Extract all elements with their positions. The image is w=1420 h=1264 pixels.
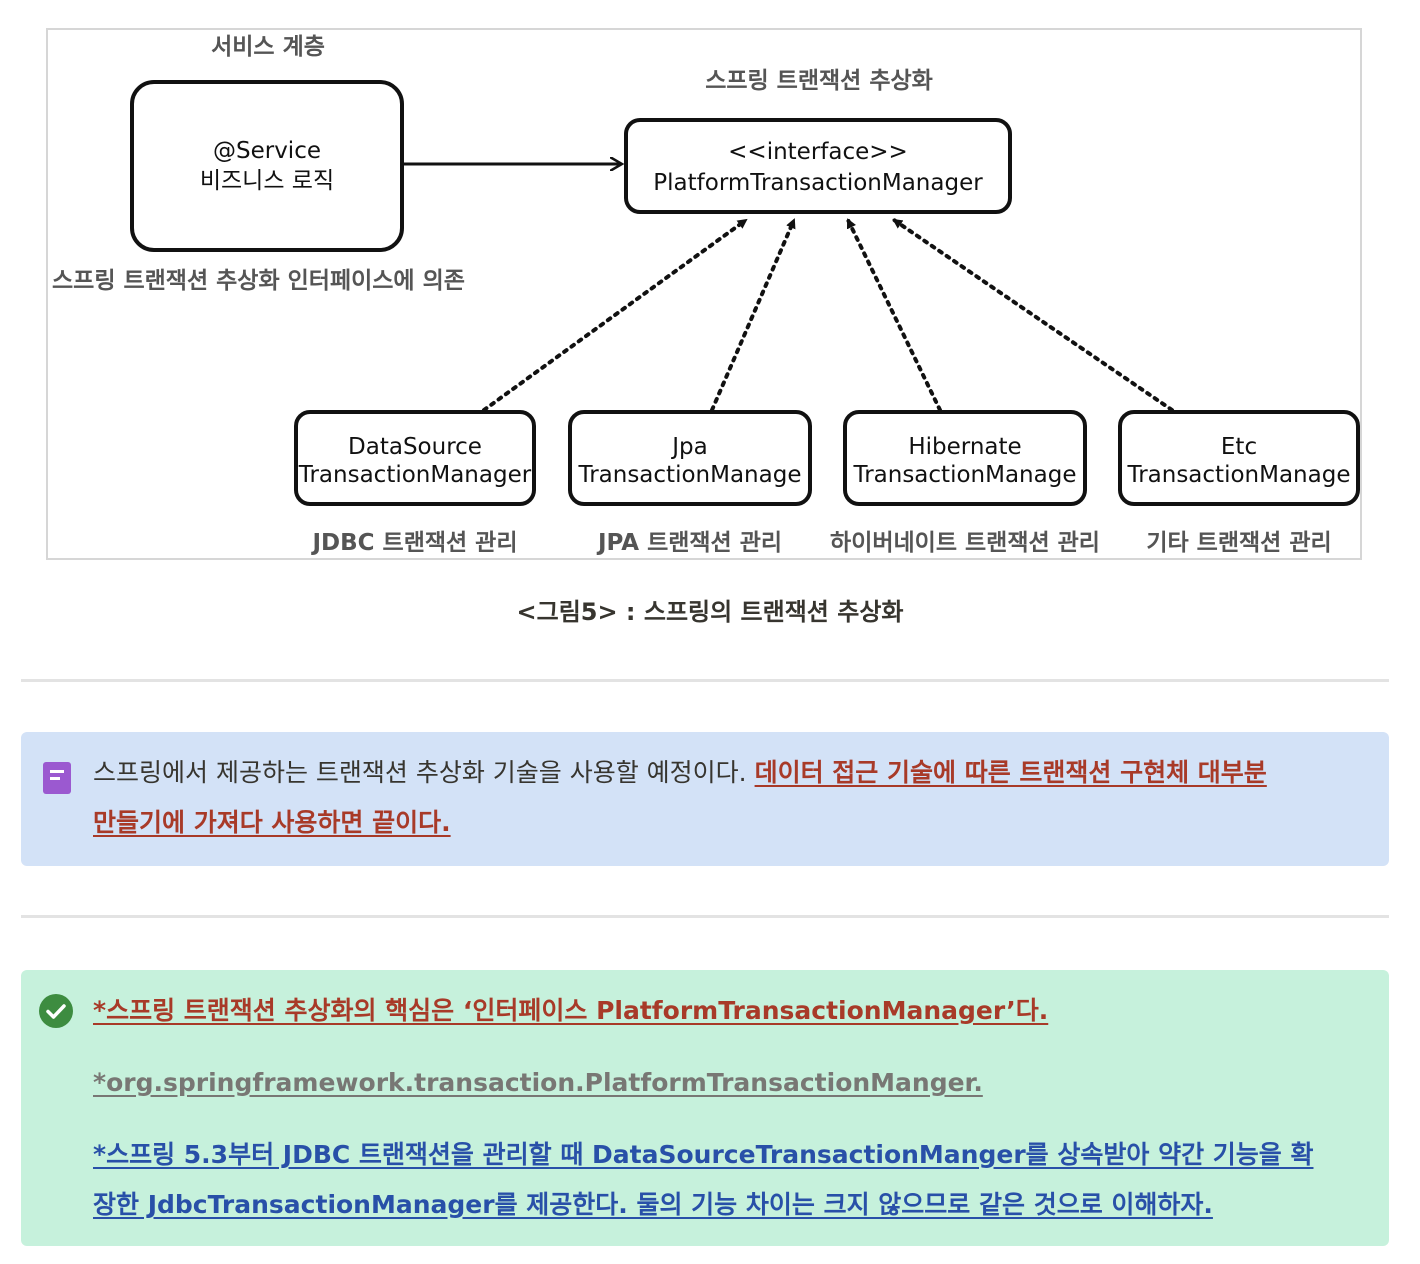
note-highlight-line2: 만들기에 가져다 사용하면 끝이다. xyxy=(93,808,451,837)
note-icon xyxy=(43,762,71,794)
impl-hibernate: Hibernate TransactionManage 하이버네이트 트랜잭션 … xyxy=(830,410,1100,556)
impl-etc-line2: TransactionManage xyxy=(1127,462,1351,488)
interface-box xyxy=(624,118,1012,214)
check-circle-icon xyxy=(39,994,73,1028)
note-highlight-line1: 데이터 접근 기술에 따른 트랜잭션 구현체 대부분 xyxy=(754,758,1267,787)
impl-hibernate-box xyxy=(843,410,1087,506)
impl-jpa-label: JPA 트랜잭션 관리 xyxy=(596,530,782,556)
service-layer-label: 서비스 계층 xyxy=(211,34,325,60)
impl-jpa-line2: TransactionManage xyxy=(578,462,802,488)
check-line-package-text: *org.springframework.transaction.Platfor… xyxy=(93,1068,983,1097)
check-line-jdbc-text-b: 장한 JdbcTransactionManager를 제공한다. 둘의 기능 차… xyxy=(93,1190,1213,1219)
impl-jpa-line1: Jpa xyxy=(670,434,707,460)
impl-jpa: Jpa TransactionManage JPA 트랜잭션 관리 xyxy=(568,410,812,556)
note-plain-text: 스프링에서 제공하는 트랜잭션 추상화 기술을 사용할 예정이다. xyxy=(93,758,755,787)
impl-jdbc-line2: TransactionManager xyxy=(298,462,532,488)
interface-stereotype: <<interface>> xyxy=(728,139,908,165)
figure-caption: <그림5> : 스프링의 트랜잭션 추상화 xyxy=(516,598,904,626)
etc-implements-arrow xyxy=(892,218,1174,412)
impl-jdbc: DataSource TransactionManager JDBC 트랜잭션 … xyxy=(294,410,536,556)
impl-etc-line1: Etc xyxy=(1221,434,1257,460)
impl-hibernate-line2: TransactionManage xyxy=(853,462,1077,488)
impl-jdbc-box xyxy=(294,410,536,506)
note-callout-text: 스프링에서 제공하는 트랜잭션 추상화 기술을 사용할 예정이다. 데이터 접근… xyxy=(93,748,1359,848)
hibernate-implements-arrow xyxy=(846,218,942,412)
impl-etc-box xyxy=(1118,410,1360,506)
abstraction-label: 스프링 트랜잭션 추상화 xyxy=(705,68,933,94)
check-line-package: *org.springframework.transaction.Platfor… xyxy=(93,1058,1359,1108)
divider-top xyxy=(21,679,1389,682)
impl-jdbc-label: JDBC 트랜잭션 관리 xyxy=(310,530,517,556)
service-box xyxy=(130,80,404,252)
diagram-figure: 서비스 계층 @Service 비즈니스 로직 스프링 트랜잭션 추상화 인터페… xyxy=(46,28,1362,560)
check-line-jdbc: *스프링 5.3부터 JDBC 트랜잭션을 관리할 때 DataSourceTr… xyxy=(93,1130,1359,1230)
impl-jpa-box xyxy=(568,410,812,506)
impl-etc: Etc TransactionManage 기타 트랜잭션 관리 xyxy=(1118,410,1360,556)
divider-bottom xyxy=(21,915,1389,918)
check-line-jdbc-text-a: *스프링 5.3부터 JDBC 트랜잭션을 관리할 때 DataSourceTr… xyxy=(93,1140,1314,1169)
service-dependency-label: 스프링 트랜잭션 추상화 인터페이스에 의존 xyxy=(52,268,465,294)
check-callout: *스프링 트랜잭션 추상화의 핵심은 ‘인터페이스 PlatformTransa… xyxy=(21,970,1389,1246)
check-line-core-text: *스프링 트랜잭션 추상화의 핵심은 ‘인터페이스 PlatformTransa… xyxy=(93,996,1049,1025)
impl-hibernate-label: 하이버네이트 트랜잭션 관리 xyxy=(830,530,1100,556)
impl-etc-label: 기타 트랜잭션 관리 xyxy=(1146,530,1331,556)
jpa-implements-arrow xyxy=(710,218,796,412)
impl-hibernate-line1: Hibernate xyxy=(908,434,1021,460)
interface-name: PlatformTransactionManager xyxy=(653,170,983,196)
impl-jdbc-line1: DataSource xyxy=(348,434,482,460)
service-box-title: @Service xyxy=(213,138,321,164)
service-box-subtitle: 비즈니스 로직 xyxy=(200,168,334,194)
note-callout: 스프링에서 제공하는 트랜잭션 추상화 기술을 사용할 예정이다. 데이터 접근… xyxy=(21,732,1389,866)
transaction-abstraction-diagram: 서비스 계층 @Service 비즈니스 로직 스프링 트랜잭션 추상화 인터페… xyxy=(52,34,1360,556)
jdbc-implements-arrow xyxy=(482,218,748,412)
check-line-core: *스프링 트랜잭션 추상화의 핵심은 ‘인터페이스 PlatformTransa… xyxy=(93,986,1359,1036)
